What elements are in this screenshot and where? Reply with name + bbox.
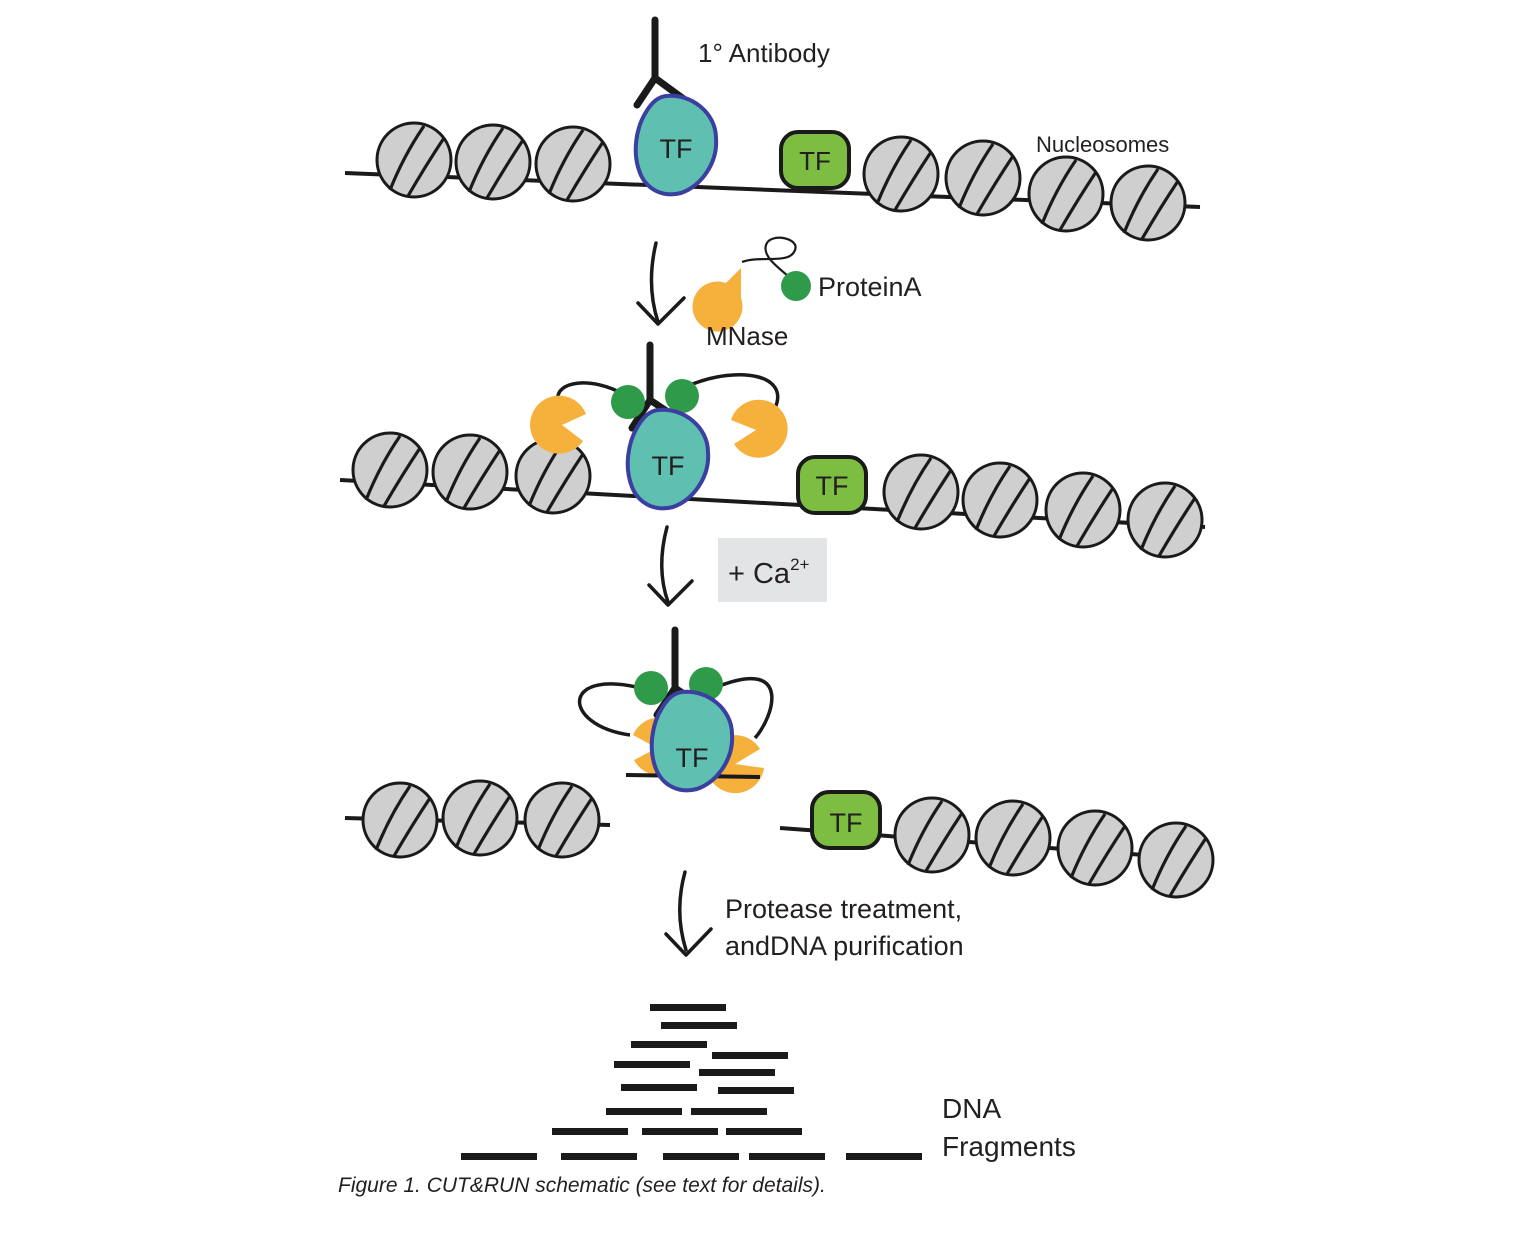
- protein-a-icon: [611, 385, 645, 419]
- nucleosome: [893, 796, 971, 874]
- nucleosome: [1027, 155, 1105, 233]
- nucleosome: [1109, 164, 1187, 242]
- nucleosome: [961, 461, 1039, 539]
- nucleosome: [944, 139, 1022, 217]
- stage-1: TF TF 1° Antibody Nucleosomes: [344, 16, 1201, 242]
- nucleosome: [375, 121, 453, 199]
- nucleosome: [361, 781, 439, 859]
- linker: [689, 372, 780, 409]
- dna-fragment: [663, 1153, 739, 1160]
- nucleosome: [351, 431, 429, 509]
- calcium-box: [718, 538, 827, 602]
- nucleosome: [1056, 809, 1134, 887]
- tf-label: TF: [799, 146, 831, 176]
- tf-label: TF: [652, 451, 685, 481]
- dna-fragment: [461, 1153, 537, 1160]
- protein-a-label: ProteinA: [818, 272, 922, 302]
- nucleosome: [974, 799, 1052, 877]
- nucleosome: [523, 781, 601, 859]
- dna-fragment: [661, 1022, 737, 1029]
- dna-fragment: [726, 1128, 802, 1135]
- dna-fragment: [749, 1153, 825, 1160]
- dna-fragment: [642, 1128, 718, 1135]
- linker: [577, 682, 649, 737]
- nucleosome: [1126, 481, 1204, 559]
- dna-fragment: [561, 1153, 637, 1160]
- mnase-label: MNase: [706, 321, 788, 351]
- nucleosome: [1044, 471, 1122, 549]
- dna-fragment: [606, 1108, 682, 1115]
- antibody-label: 1° Antibody: [698, 38, 830, 68]
- calcium-label: + Ca2+: [728, 555, 810, 590]
- mnase-icon: [731, 399, 788, 458]
- nucleosome: [1137, 821, 1215, 899]
- nucleosome: [454, 123, 532, 201]
- protease-label-line1: Protease treatment,: [725, 894, 962, 924]
- mnase-icon: [692, 268, 743, 332]
- nucleosomes-label: Nucleosomes: [1036, 132, 1169, 157]
- mnase-icon: [530, 395, 586, 454]
- dna-fragments-label-line2: Fragments: [942, 1131, 1076, 1162]
- primary-antibody: [633, 16, 689, 109]
- dna-fragment: [718, 1087, 794, 1094]
- nucleosome: [534, 125, 612, 203]
- dna-fragment: [552, 1128, 628, 1135]
- figure-caption: Figure 1. CUT&RUN schematic (see text fo…: [338, 1174, 826, 1197]
- step-arrow-3: [664, 870, 713, 957]
- pa-mnase-complex: [692, 236, 811, 332]
- dna-fragment: [691, 1108, 767, 1115]
- tf-label: TF: [830, 808, 863, 838]
- dna-fragment: [631, 1041, 707, 1048]
- stage-2: TF TF: [339, 341, 1206, 559]
- nucleosome: [882, 453, 960, 531]
- protein-a-icon: [634, 671, 668, 705]
- dna-fragments: [461, 1004, 922, 1160]
- dna-fragment: [614, 1061, 690, 1068]
- dna-fragment: [712, 1052, 788, 1059]
- linker: [556, 381, 626, 401]
- dna-fragments-label-line1: DNA: [942, 1093, 1001, 1124]
- tf-label: TF: [660, 134, 693, 164]
- nucleosome: [431, 433, 509, 511]
- tf-label: TF: [676, 743, 709, 773]
- nucleosome: [441, 779, 519, 857]
- tf-label: TF: [816, 471, 849, 501]
- stage-3: TF TF: [344, 626, 1215, 899]
- dna-fragment: [621, 1084, 697, 1091]
- protein-a-icon: [781, 271, 811, 301]
- step-arrow-1: [636, 241, 686, 326]
- dna-fragment: [699, 1069, 775, 1076]
- dna-fragment: [650, 1004, 726, 1011]
- protein-a-icon: [665, 379, 699, 413]
- nucleosome: [862, 135, 940, 213]
- dna-fragment: [846, 1153, 922, 1160]
- linker: [721, 676, 774, 740]
- step-arrow-2: [647, 525, 694, 607]
- protease-label-line2: andDNA purification: [725, 931, 964, 961]
